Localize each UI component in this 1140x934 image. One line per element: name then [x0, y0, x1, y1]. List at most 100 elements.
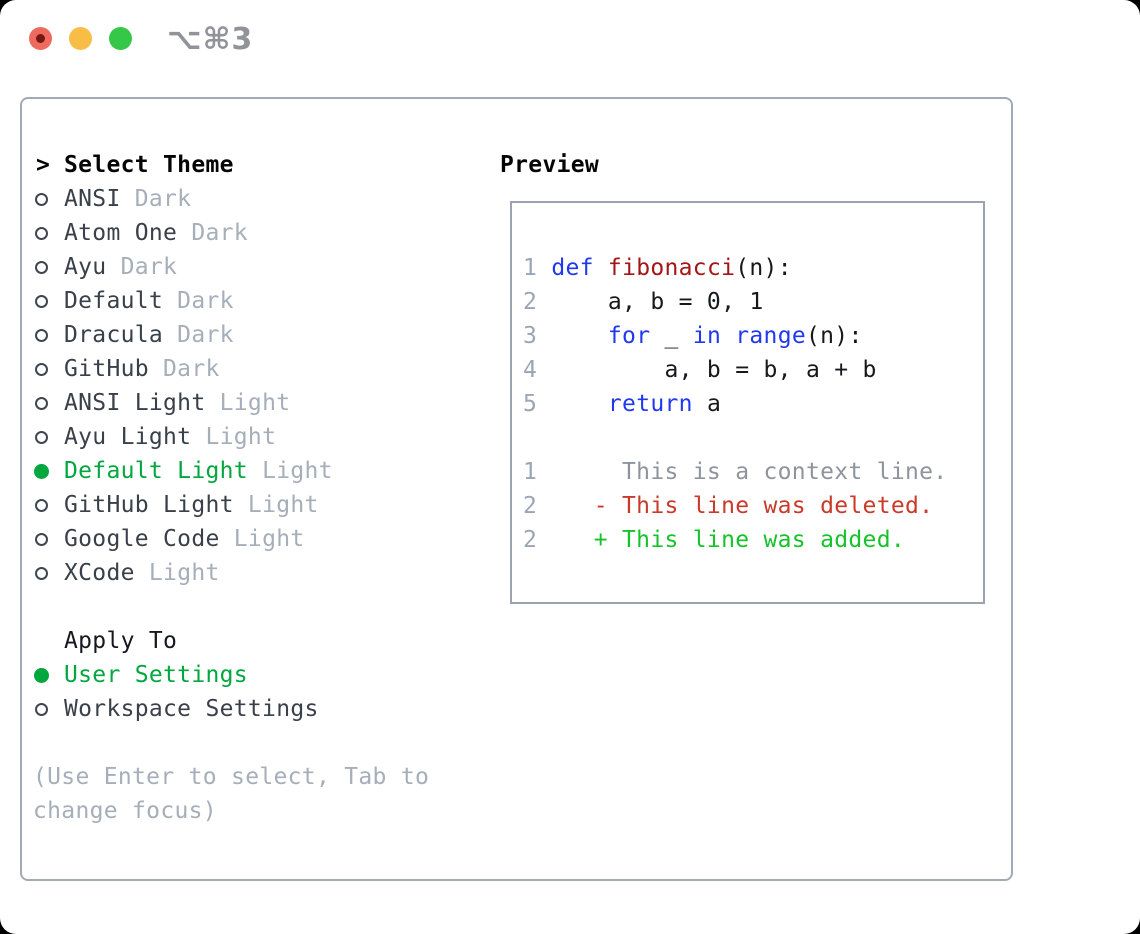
code-token: (n):	[806, 323, 863, 349]
theme-name: GitHub Light	[64, 492, 234, 518]
radio-icon	[33, 352, 64, 386]
code-line: 1 def fibonacci(n):	[523, 251, 947, 285]
code-token: range	[735, 323, 807, 349]
theme-option[interactable]: XCode Light	[33, 556, 429, 590]
radio-selected-icon	[34, 667, 49, 683]
hint-text: (Use Enter to select, Tab to	[33, 764, 430, 790]
radio-icon	[33, 386, 64, 420]
radio-unselected-icon	[35, 260, 48, 274]
theme-variant: Dark	[120, 186, 192, 212]
radio-icon	[33, 420, 64, 454]
code-line: 1 This is a context line.	[523, 455, 947, 489]
spacer	[33, 590, 429, 624]
code-token	[721, 323, 735, 349]
line-number: 5	[523, 391, 538, 417]
line-number: 2	[523, 527, 538, 553]
line-number: 2	[523, 289, 538, 315]
code-token: fibonacci	[607, 255, 736, 281]
theme-option[interactable]: ANSI Light Light	[33, 386, 429, 420]
theme-option[interactable]: GitHub Dark	[33, 352, 429, 386]
radio-unselected-icon	[35, 362, 48, 376]
radio-icon	[33, 284, 64, 318]
hint-line: (Use Enter to select, Tab to	[33, 760, 429, 794]
keyboard-hint: (Use Enter to select, Tab to change focus…	[33, 760, 429, 828]
apply-to-option[interactable]: Workspace Settings	[33, 692, 429, 726]
radio-icon	[33, 522, 64, 556]
radio-unselected-icon	[35, 396, 48, 410]
radio-unselected-icon	[35, 294, 48, 308]
radio-unselected-icon	[35, 702, 48, 716]
theme-option[interactable]: Default Light Light	[33, 454, 429, 488]
apply-to-label: Workspace Settings	[64, 696, 319, 722]
radio-unselected-icon	[35, 566, 48, 580]
code-line: 3 for _ in range(n):	[523, 319, 947, 353]
code-line	[523, 421, 947, 455]
theme-name: Atom One	[64, 220, 178, 246]
code-token	[594, 255, 608, 281]
theme-name: GitHub	[64, 356, 149, 382]
line-number: 3	[523, 323, 538, 349]
line-number: 1	[523, 459, 538, 485]
code-token	[537, 255, 551, 281]
apply-to-option[interactable]: User Settings	[33, 658, 429, 692]
selection-caret-icon: >	[36, 152, 51, 178]
empty-marker	[33, 624, 64, 658]
hint-line: change focus)	[33, 794, 429, 828]
theme-variant: Light	[233, 492, 319, 518]
code-token: def	[551, 255, 594, 281]
theme-option[interactable]: GitHub Light Light	[33, 488, 429, 522]
theme-variant: Light	[247, 458, 333, 484]
theme-option[interactable]: Dracula Dark	[33, 318, 429, 352]
radio-icon	[33, 658, 64, 692]
radio-icon	[33, 182, 64, 216]
code-line: 5 return a	[523, 387, 947, 421]
theme-name: ANSI	[64, 186, 121, 212]
code-line: 2 + This line was added.	[523, 523, 947, 557]
radio-unselected-icon	[35, 498, 48, 512]
theme-option[interactable]: Default Dark	[33, 284, 429, 318]
code-line: 4 a, b = b, a + b	[523, 353, 947, 387]
code-token: a	[692, 391, 722, 417]
zoom-button[interactable]	[109, 27, 132, 50]
apply-to-title: Apply To	[64, 628, 178, 654]
radio-unselected-icon	[35, 226, 48, 240]
theme-variant: Dark	[177, 220, 248, 246]
radio-unselected-icon	[35, 430, 48, 444]
theme-variant: Light	[191, 424, 277, 450]
code-line: 2 a, b = 0, 1	[523, 285, 947, 319]
theme-name: XCode	[64, 560, 135, 586]
theme-option[interactable]: Ayu Dark	[33, 250, 429, 284]
theme-variant: Light	[219, 526, 305, 552]
code-token: return	[607, 391, 693, 417]
window-shortcut-label: ⌥⌘3	[167, 22, 254, 57]
theme-option[interactable]: Google Code Light	[33, 522, 429, 556]
line-number: 2	[523, 493, 538, 519]
theme-variant: Dark	[148, 356, 220, 382]
apply-to-label: User Settings	[64, 662, 248, 688]
radio-icon	[33, 454, 64, 488]
close-button[interactable]	[29, 27, 52, 50]
theme-name: Default	[64, 288, 164, 314]
radio-unselected-icon	[35, 532, 48, 546]
theme-variant: Dark	[163, 322, 234, 348]
line-number: 1	[523, 255, 538, 281]
theme-name: Google Code	[64, 526, 220, 552]
radio-icon	[33, 216, 64, 250]
radio-icon	[33, 250, 64, 284]
theme-variant: Light	[134, 560, 220, 586]
apply-to-header-row: Apply To	[33, 624, 429, 658]
theme-option[interactable]: Ayu Light Light	[33, 420, 429, 454]
menu-header-row: > Select Theme	[33, 148, 429, 182]
theme-option[interactable]: ANSI Dark	[33, 182, 429, 216]
theme-option[interactable]: Atom One Dark	[33, 216, 429, 250]
theme-variant: Dark	[106, 254, 178, 280]
code-line: 2 - This line was deleted.	[523, 489, 947, 523]
code-token: a, b = 0, 1	[537, 289, 764, 315]
theme-name: ANSI Light	[64, 390, 206, 416]
minimize-button[interactable]	[69, 27, 92, 50]
